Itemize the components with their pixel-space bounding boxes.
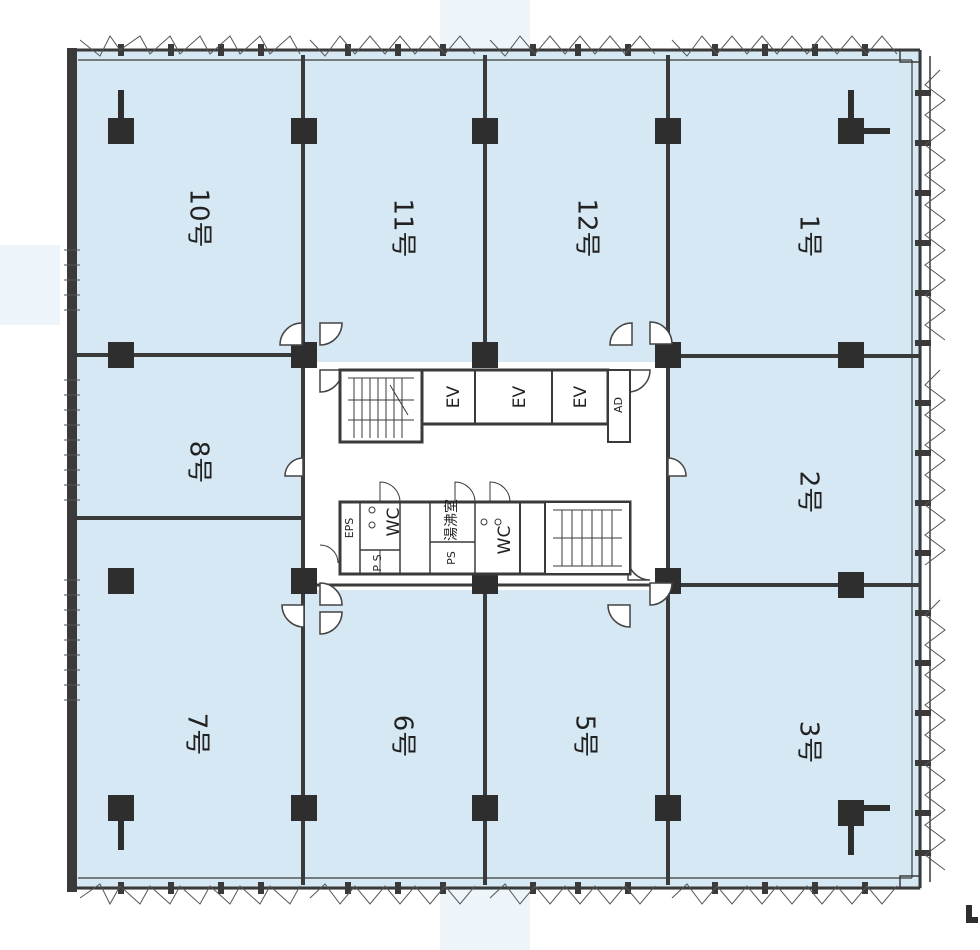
background-tint-left [0, 245, 60, 325]
ps-right-label: PS [445, 551, 458, 565]
elevator-label-1: EV [444, 385, 464, 408]
yuwakashi-label: 湯沸室 [443, 499, 460, 541]
window-sashes [79, 35, 946, 906]
outer-walls [67, 48, 931, 892]
room-label-1: 1号 [794, 215, 824, 258]
room-label-8: 8号 [184, 441, 214, 484]
interior-walls [72, 55, 920, 885]
wc-right-label: WC [495, 526, 515, 555]
room-label-12: 12号 [572, 198, 602, 257]
room-label-6: 6号 [388, 715, 418, 758]
elevator-label-2: EV [510, 385, 530, 408]
room-label-11: 11号 [388, 198, 418, 257]
corner-mark-foot [966, 917, 978, 923]
left-wall-ticks [64, 249, 80, 701]
wc-left-label: WC [384, 508, 404, 537]
room-label-10: 10号 [184, 188, 214, 247]
services-block [319, 481, 632, 576]
room-label-3: 3号 [794, 721, 824, 764]
room-label-2: 2号 [794, 471, 824, 514]
room-label-5: 5号 [570, 715, 600, 758]
elevator-label-3: EV [571, 385, 591, 408]
elevator-block [420, 368, 631, 443]
eps-label: EPS [343, 518, 356, 539]
room-label-7: 7号 [182, 713, 212, 756]
ad-label: AD [612, 397, 625, 413]
stairs-upper [338, 368, 424, 444]
corner-mark [966, 905, 972, 923]
ps-left-label: P S [371, 554, 384, 571]
door-swings [279, 321, 687, 635]
